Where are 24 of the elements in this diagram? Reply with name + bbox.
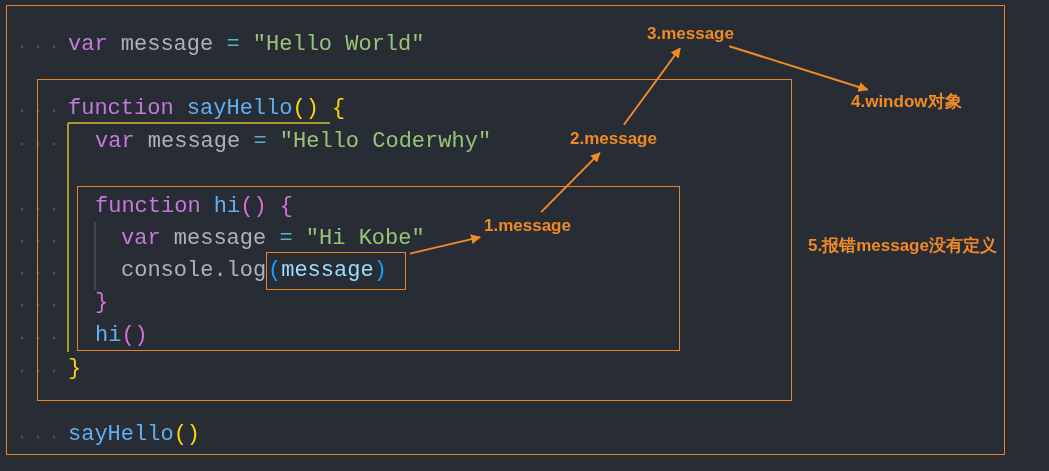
code-line: function hi() {	[95, 194, 294, 220]
code-line: (message)	[268, 258, 387, 284]
code-line: console.log	[121, 258, 267, 284]
code-line: var message = "Hello World"	[68, 32, 425, 58]
code-line: var message = "Hi Kobe"	[121, 226, 425, 252]
code-line: function sayHello() {	[68, 96, 346, 122]
code-line: var message = "Hello Coderwhy"	[95, 129, 492, 155]
code-line: }	[95, 290, 109, 316]
code-line: sayHello()	[68, 422, 201, 448]
code-line: hi()	[95, 323, 148, 349]
scope-box	[77, 186, 680, 351]
arrow	[622, 47, 682, 126]
arrow	[728, 45, 869, 92]
arrow	[540, 151, 601, 214]
scope-box	[266, 252, 406, 290]
error-note: 5.报错message没有定义	[808, 235, 997, 257]
code-line: }	[68, 356, 82, 382]
scope-label: 2.message	[570, 128, 657, 150]
scope-box	[6, 5, 1005, 455]
arrow	[408, 234, 482, 255]
scope-box	[37, 79, 792, 401]
scope-label: 4.window对象	[851, 91, 962, 113]
scope-label: 3.message	[647, 23, 734, 45]
scope-label: 1.message	[484, 215, 571, 237]
